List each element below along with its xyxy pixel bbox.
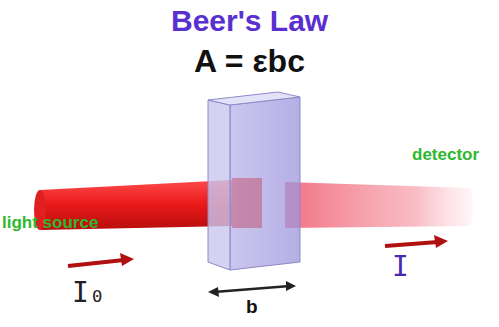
intensity-in: I₀	[72, 278, 106, 309]
outgoing-beam	[285, 182, 473, 228]
dimension-line	[214, 286, 290, 292]
formula: A = εbc	[194, 44, 305, 79]
path-length: b	[246, 297, 258, 318]
source-label: light source	[2, 214, 98, 233]
intensity-out: I	[392, 252, 409, 283]
arrow-head	[120, 253, 134, 266]
detector-label: detector	[412, 146, 479, 165]
cuvette	[208, 92, 300, 270]
title: Beer's Law	[171, 4, 328, 37]
arrow-head	[434, 235, 448, 248]
